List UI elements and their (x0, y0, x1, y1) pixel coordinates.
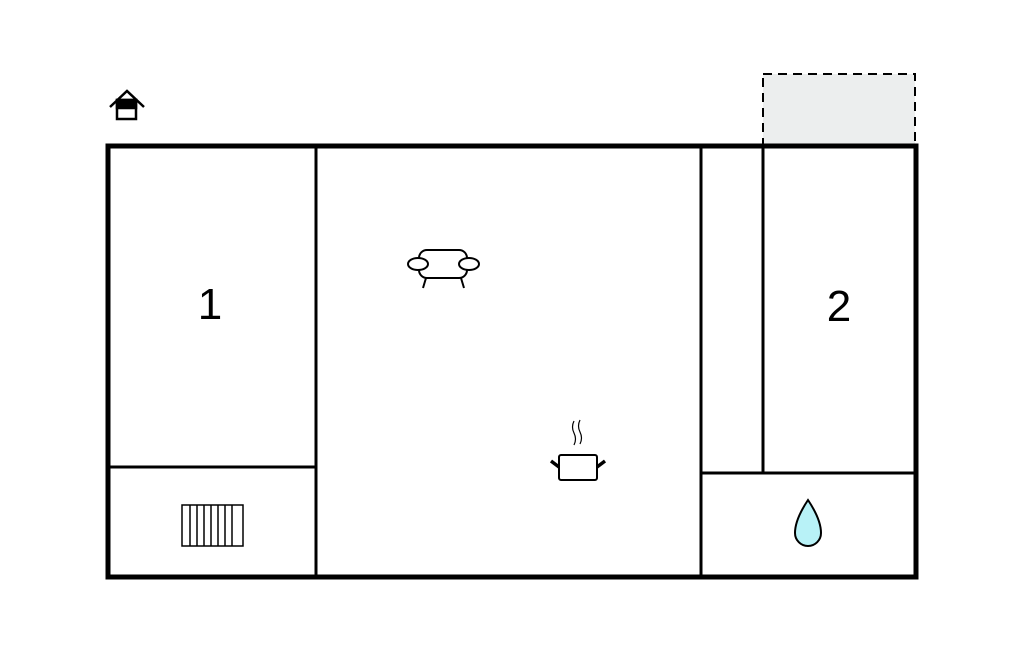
walls (105, 143, 919, 580)
terrace-area (762, 73, 916, 147)
entrance-icon (109, 89, 145, 121)
cooking-pot-icon (549, 419, 607, 481)
sofa-icon (407, 249, 480, 289)
radiator-icon (181, 504, 244, 547)
room-label-2: 2 (827, 282, 851, 331)
outer-wall (105, 143, 919, 580)
room-label-1: 1 (198, 280, 222, 329)
water-drop-icon (793, 498, 823, 547)
